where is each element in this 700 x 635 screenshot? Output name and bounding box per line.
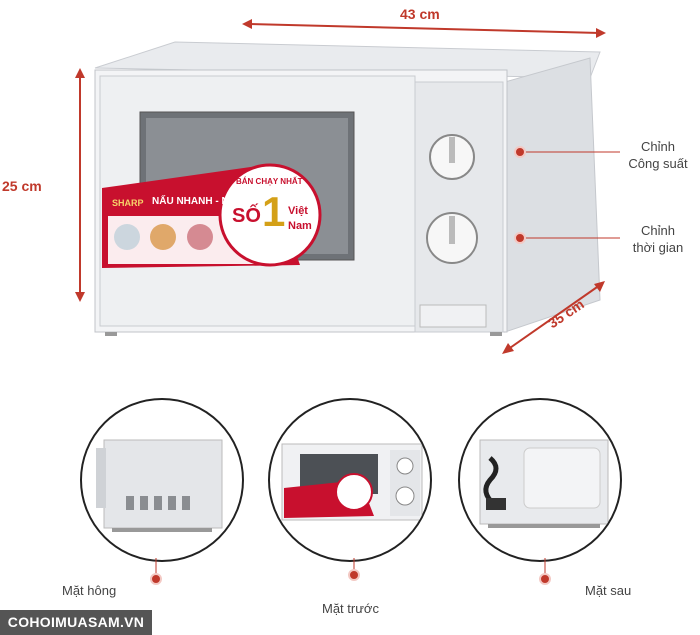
front-view-image [281,443,423,521]
view-pointers [155,558,546,575]
back-view-label: Mặt sau [585,583,632,598]
back-view-image [479,439,609,528]
side-view-label: Mặt hông [62,583,117,598]
front-view-label: Mặt trước [322,601,379,616]
back-view-dot [539,573,551,585]
badge-so: SỐ [232,205,261,227]
badge-country-1: Việt [288,205,308,217]
side-view-circle [80,398,244,562]
banner-brand: SHARP [112,198,144,208]
badge-top-text: BÁN CHẠY NHẤT [236,177,303,186]
timer-callout-line2: thời gian [632,240,684,255]
width-label: 43 cm [400,6,440,22]
badge-country-2: Nam [288,220,312,232]
power-callout-line1: Chỉnh [641,139,675,154]
timer-callout: Chỉnh thời gian [618,222,698,256]
front-view-circle [268,398,432,562]
front-view-dot [348,569,360,581]
side-view-image [96,439,223,532]
power-callout-line2: Công suất [628,156,688,171]
power-callout: Chỉnh Công suất [618,138,698,172]
timer-callout-line1: Chỉnh [641,223,675,238]
back-view-circle [458,398,622,562]
microwave-illustration [75,19,620,354]
watermark: COHOIMUASAM.VN [0,610,152,635]
badge-one: 1 [262,188,286,235]
side-view-dot [150,573,162,585]
banner-slogan: NẤU NHANH - NẤU NGON [152,196,276,207]
power-knob-dot [514,146,526,158]
timer-knob-dot [514,232,526,244]
height-label: 25 cm [2,178,42,194]
